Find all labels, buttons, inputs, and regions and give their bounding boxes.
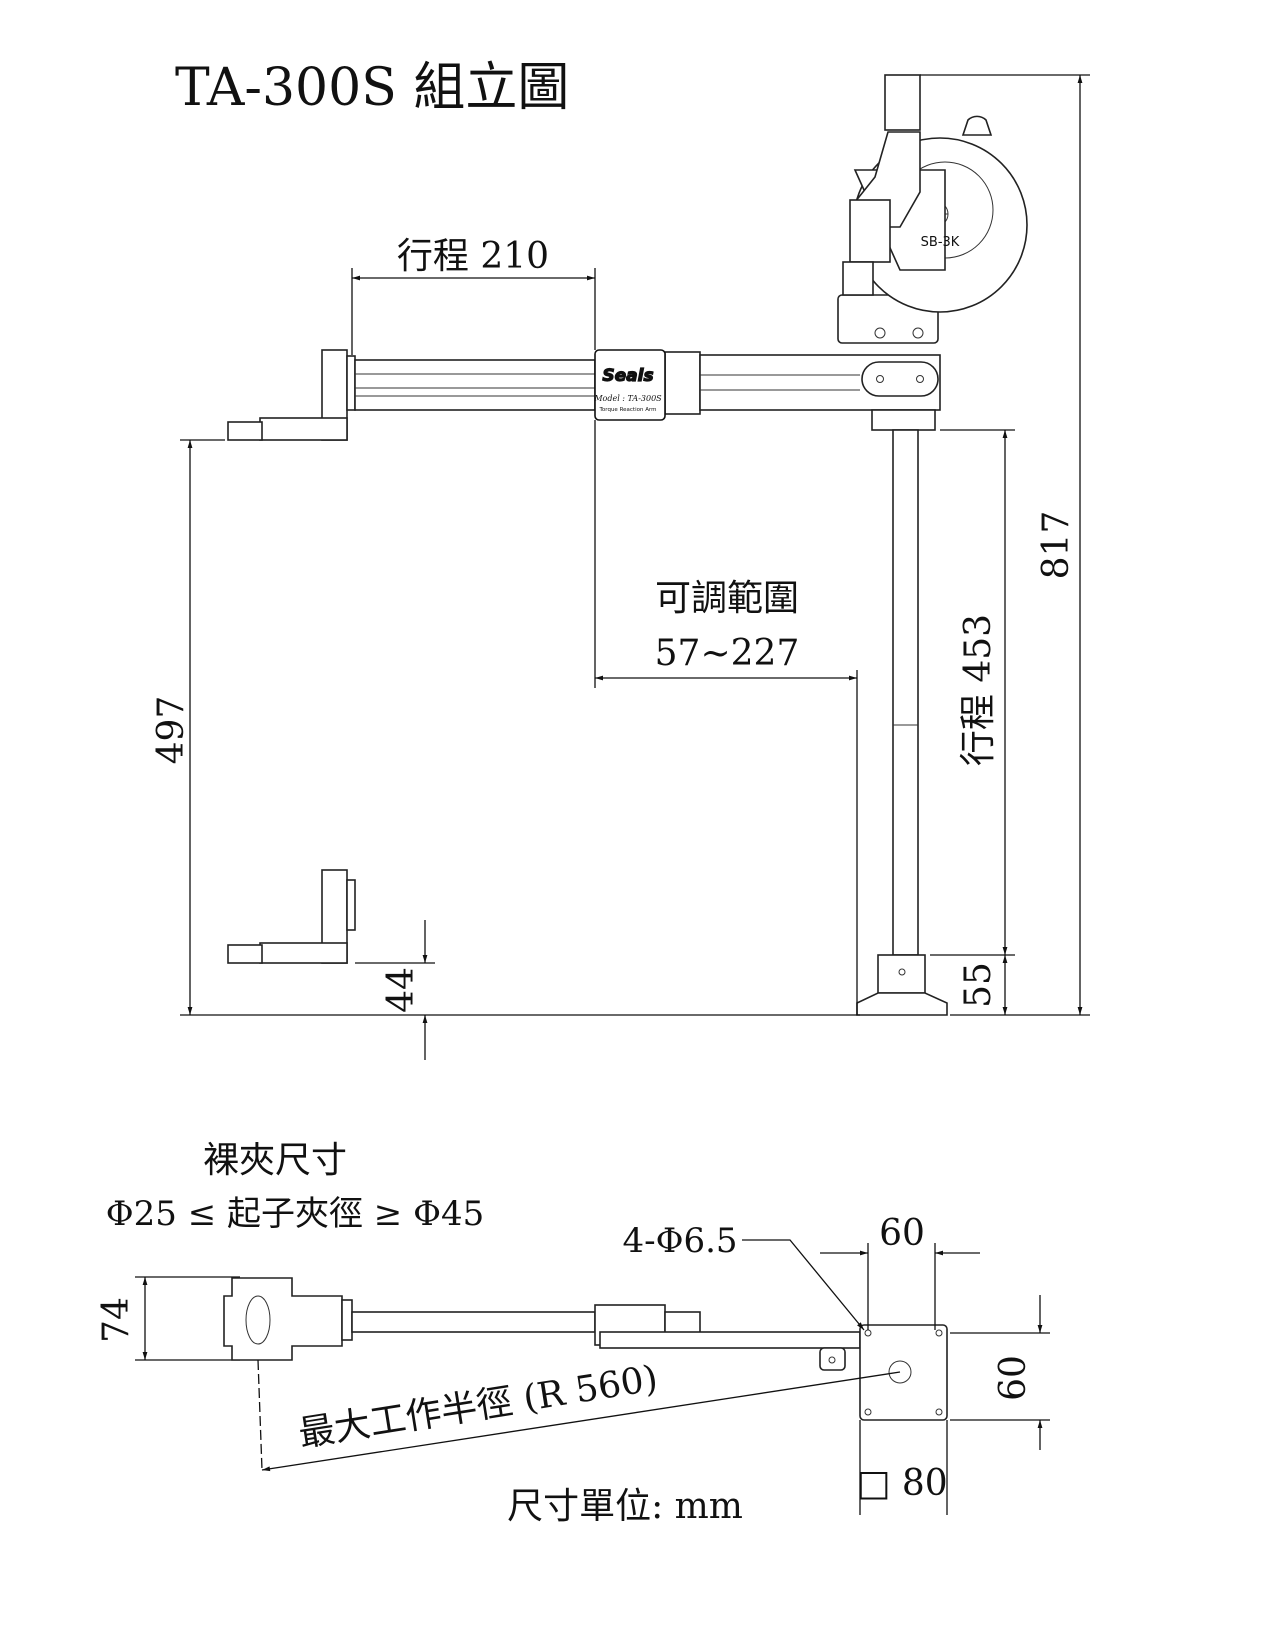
dim-radius: 最大工作半徑 (R 560): [257, 1358, 901, 1472]
dim-74: 74: [96, 1276, 240, 1361]
max-radius-label: 最大工作半徑 (R 560): [296, 1358, 661, 1455]
stroke-210-label: 行程 210: [397, 236, 549, 277]
plate-60-top-label: 60: [879, 1213, 925, 1254]
balancer-model: SB-3K: [921, 235, 960, 250]
model-text: Model : TA-300S: [593, 394, 662, 403]
top-view-arm: [223, 1277, 948, 1421]
dim-plate: 60 60 □ 80 4-Φ6.5: [622, 1213, 1050, 1515]
dim-vertical-stroke: 行程 453 55: [930, 429, 1090, 1016]
hole-spec-label: 4-Φ6.5: [622, 1221, 737, 1261]
units-note: 尺寸單位: mm: [507, 1486, 743, 1527]
lower-arm-position: [227, 869, 356, 964]
plate-80-label: □ 80: [856, 1463, 947, 1504]
dim-44: 44: [355, 920, 435, 1060]
dim-497: 497: [151, 439, 225, 1015]
brand-logo: Seals: [602, 366, 653, 386]
dim-817: 817: [920, 74, 1090, 1015]
upper-arm: [227, 349, 941, 441]
offset-44-label: 44: [381, 967, 422, 1013]
adjust-range-value: 57~227: [655, 633, 800, 674]
height-497-label: 497: [151, 696, 192, 765]
page-title: TA-300S 組立圖: [175, 58, 569, 118]
plate-60-right-label: 60: [993, 1355, 1034, 1401]
column: [856, 429, 948, 1016]
clamp-74-label: 74: [96, 1297, 137, 1343]
spring-balancer: SB-3K: [837, 74, 1028, 344]
dim-adjust-range: 可調範圍 57~227: [594, 420, 858, 1015]
clamp-note-range: Φ25 ≤ 起子夾徑 ≥ Φ45: [106, 1194, 484, 1234]
base-55-label: 55: [958, 962, 999, 1008]
height-817-label: 817: [1036, 511, 1077, 580]
product-label: Seals Model : TA-300S Torque Reaction Ar…: [593, 349, 666, 421]
dim-stroke-210: 行程 210: [351, 236, 596, 355]
clamp-note-title: 裸夾尺寸: [203, 1140, 347, 1181]
product-subtitle: Torque Reaction Arm: [599, 407, 657, 413]
stroke-453-label: 行程 453: [958, 614, 999, 766]
adjust-range-label: 可調範圍: [655, 578, 799, 619]
